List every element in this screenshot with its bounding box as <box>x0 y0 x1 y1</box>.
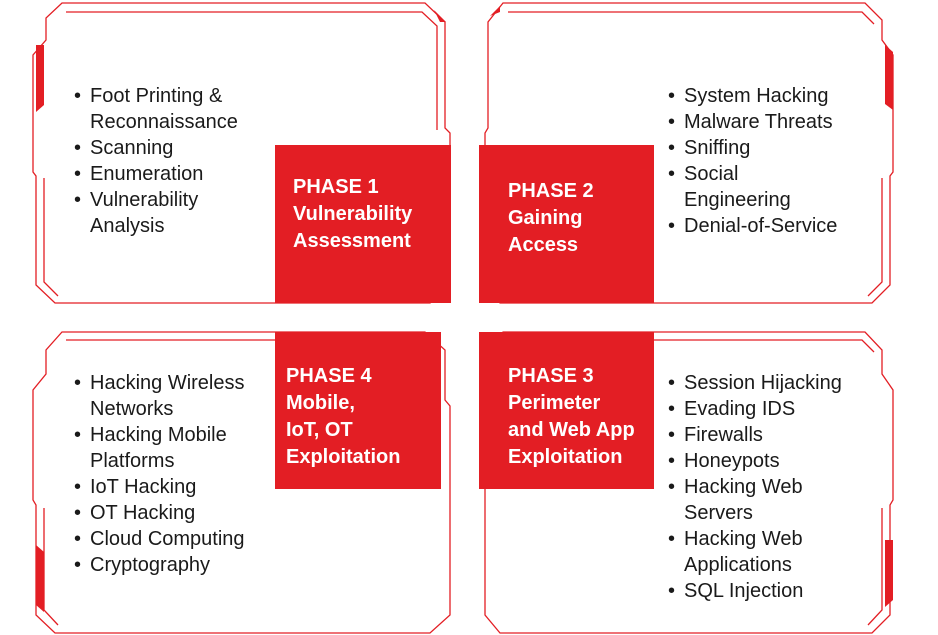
phase-2-title: Access <box>508 234 579 256</box>
list-item: Hacking Mobile <box>74 422 245 448</box>
list-item: Social <box>668 161 837 187</box>
phase-4-list: Hacking Wireless Networks Hacking Mobile… <box>74 370 245 578</box>
phase-4-box: PHASE 4 Mobile, IoT, OT Exploitation <box>275 332 441 489</box>
list-item: Networks <box>90 398 174 420</box>
phase-4-title: Exploitation <box>286 446 401 468</box>
accent-tab <box>490 6 500 16</box>
list-item: Servers <box>684 502 753 524</box>
list-item: Vulnerability <box>74 187 238 213</box>
list-item: Honeypots <box>668 448 842 474</box>
phase-4-title: IoT, OT <box>286 419 353 441</box>
phase-3-title: Exploitation <box>508 446 623 468</box>
phase-3-title: and Web App <box>508 419 635 441</box>
list-item: Hacking Wireless <box>74 370 245 396</box>
phase-2-box: PHASE 2 Gaining Access <box>479 145 654 303</box>
list-item: Evading IDS <box>668 396 842 422</box>
accent-tab <box>36 45 44 112</box>
phase-2-title: Gaining <box>508 207 583 229</box>
panel-inner-line-phase-1 <box>43 11 438 297</box>
list-item: Scanning <box>74 135 238 161</box>
list-item: SQL Injection <box>668 578 842 604</box>
phase-3-box: PHASE 3 Perimeter and Web App Exploitati… <box>479 332 654 489</box>
list-item: IoT Hacking <box>74 474 245 500</box>
phase-1-title: Vulnerability <box>293 203 413 225</box>
list-item: Cryptography <box>74 552 245 578</box>
list-item: Malware Threats <box>668 109 837 135</box>
phase-3-title: Perimeter <box>508 392 601 414</box>
list-item: Engineering <box>684 189 791 211</box>
phase-1-label: PHASE 1 <box>293 176 379 198</box>
list-item: Analysis <box>90 215 165 237</box>
phase-1-box: PHASE 1 Vulnerability Assessment <box>275 145 451 303</box>
list-item: Foot Printing & <box>74 83 238 109</box>
list-item: System Hacking <box>668 83 837 109</box>
phase-2-list: System Hacking Malware Threats Sniffing … <box>668 83 837 239</box>
list-item: Firewalls <box>668 422 842 448</box>
list-item: OT Hacking <box>74 500 245 526</box>
list-item: Enumeration <box>74 161 238 187</box>
list-item: Applications <box>684 554 792 576</box>
list-item: Denial-of-Service <box>668 213 837 239</box>
phase-3-list: Session Hijacking Evading IDS Firewalls … <box>668 370 842 604</box>
list-item: Hacking Web <box>668 474 842 500</box>
phase-4-title: Mobile, <box>286 392 355 414</box>
phase-1-list: Foot Printing & Reconnaissance Scanning … <box>74 83 238 239</box>
list-item: Hacking Web <box>668 526 842 552</box>
accent-tab <box>36 545 44 612</box>
accent-tab <box>434 10 446 22</box>
phase-2-label: PHASE 2 <box>508 180 594 202</box>
accent-tab <box>885 540 893 607</box>
panel-frame-phase-2 <box>484 2 894 304</box>
panel-frame-phase-4 <box>32 331 451 634</box>
panel-inner-line-phase-2 <box>508 11 883 297</box>
phase-4-label: PHASE 4 <box>286 365 372 387</box>
list-item: Cloud Computing <box>74 526 245 552</box>
list-item: Platforms <box>90 450 175 472</box>
list-item: Sniffing <box>668 135 837 161</box>
list-item: Reconnaissance <box>90 111 238 133</box>
phase-3-label: PHASE 3 <box>508 365 594 387</box>
phase-1-title: Assessment <box>293 230 411 252</box>
list-item: Session Hijacking <box>668 370 842 396</box>
accent-tab <box>885 45 893 110</box>
